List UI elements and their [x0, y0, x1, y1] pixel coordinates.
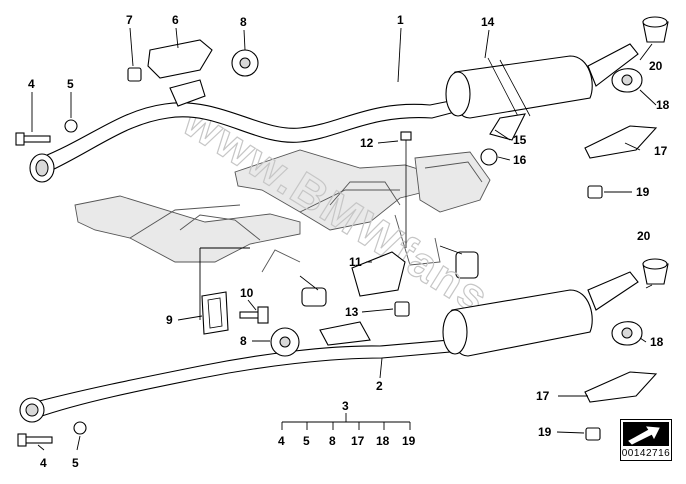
- upper-silencer: [450, 55, 593, 119]
- nut-5-bottom: [73, 421, 87, 435]
- callout-6: 6: [172, 13, 179, 27]
- nut-19-top: [587, 185, 603, 199]
- kit-item-5: 5: [303, 434, 310, 448]
- kit-item-4: 4: [278, 434, 285, 448]
- callout-14: 14: [481, 15, 495, 29]
- callout-3: 3: [342, 399, 349, 413]
- holder-17-top: [584, 125, 658, 159]
- callout-1: 1: [397, 13, 404, 27]
- lower-heat-shield: [319, 321, 371, 346]
- kit-item-8: 8: [329, 434, 336, 448]
- rear-axle-carrier: [74, 149, 491, 307]
- bolt-12: [400, 131, 412, 141]
- callout-8-mid: 8: [240, 334, 247, 348]
- callout-13: 13: [345, 305, 359, 319]
- kit-item-18: 18: [376, 434, 390, 448]
- callout-20-top: 20: [649, 59, 663, 73]
- lower-silencer-endcap: [442, 309, 468, 355]
- nut-19-bottom: [585, 427, 601, 441]
- callout-8-top: 8: [240, 15, 247, 29]
- callout-5-bottom: 5: [72, 456, 79, 470]
- callout-17-bottom: 17: [536, 389, 550, 403]
- rubber-mount-left: [301, 287, 327, 307]
- callout-4-top: 4: [28, 77, 35, 91]
- nut-7: [127, 67, 142, 82]
- callout-labels: 7 6 8 1 14 4 5 20 18 15 16 17 19 12 11 1…: [28, 13, 670, 470]
- callout-4-bottom: 4: [40, 456, 47, 470]
- callout-16: 16: [513, 153, 527, 167]
- view-arrow-icon: [623, 422, 669, 446]
- callout-17-top: 17: [654, 144, 668, 158]
- leader-lines: [31, 27, 657, 451]
- callout-18-top: 18: [656, 98, 670, 112]
- nut-13: [394, 301, 410, 317]
- upper-silencer-endcap: [445, 71, 471, 117]
- lower-exhaust-pipe: [19, 271, 639, 423]
- callout-18-bottom: 18: [650, 335, 664, 349]
- callout-9: 9: [166, 313, 173, 327]
- upper-tailpipe: [587, 43, 639, 87]
- diagram-reference-box: 00142716: [620, 419, 672, 461]
- upper-exhaust-pipe: [29, 43, 639, 183]
- plate-9: [201, 291, 229, 335]
- small-parts: [15, 16, 669, 447]
- bolt-4-bottom: [23, 436, 53, 444]
- callout-2: 2: [376, 379, 383, 393]
- upper-heat-shield: [169, 79, 206, 107]
- callout-19-top: 19: [636, 185, 650, 199]
- hanger-bracket-11: [351, 251, 406, 297]
- kit-item-19: 19: [402, 434, 416, 448]
- callout-11: 11: [349, 255, 362, 269]
- callout-10: 10: [240, 286, 254, 300]
- rubber-mount-right: [455, 251, 479, 279]
- bracket-6: [147, 39, 213, 79]
- callout-19-bottom: 19: [538, 425, 552, 439]
- lower-tailpipe: [587, 271, 639, 311]
- callout-12: 12: [360, 136, 374, 150]
- bolt-4-top: [21, 135, 51, 143]
- callout-7: 7: [126, 13, 133, 27]
- callout-20-bottom: 20: [637, 229, 651, 243]
- upper-bracket-clamp: [489, 113, 526, 141]
- diagram-number: 00142716: [621, 448, 671, 459]
- nut-16: [480, 148, 498, 166]
- callout-15: 15: [513, 133, 527, 147]
- kit-item-17: 17: [351, 434, 365, 448]
- nut-5-top: [64, 119, 78, 133]
- holder-17-bottom: [584, 371, 658, 403]
- callout-5-top: 5: [67, 77, 74, 91]
